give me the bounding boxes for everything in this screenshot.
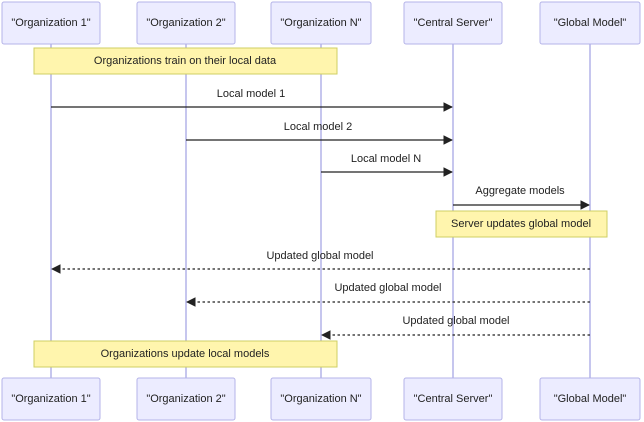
- actor-organization-1-top: "Organization 1": [1, 1, 101, 45]
- actor-global-model-bottom: "Global Model": [539, 377, 641, 421]
- message-local-model-1: Local model 1: [51, 88, 453, 112]
- message-updated-global-model-n: Updated global model: [321, 315, 590, 340]
- actor-central-server-top: "Central Server": [403, 1, 503, 45]
- actor-organization-1-bottom: "Organization 1": [1, 377, 101, 421]
- message-label: Updated global model: [266, 250, 373, 262]
- message-local-model-2: Local model 2: [186, 121, 453, 145]
- actor-organization-n-bottom: "Organization N": [270, 377, 372, 421]
- actor-label: "Organization 1": [11, 393, 90, 405]
- message-local-model-n: Local model N: [321, 153, 453, 177]
- message-label: Local model N: [351, 153, 421, 165]
- actor-label: "Global Model": [554, 17, 627, 29]
- actor-label: "Organization 2": [146, 393, 225, 405]
- message-label: Local model 1: [217, 88, 286, 100]
- actors-bottom: "Organization 1" "Organization 2" "Organ…: [1, 377, 641, 421]
- message-label: Local model 2: [284, 121, 353, 133]
- actor-label: "Organization N": [280, 17, 361, 29]
- message-updated-global-model-1: Updated global model: [51, 250, 590, 274]
- note-train-local: Organizations train on their local data: [33, 47, 338, 75]
- actor-label: "Organization 1": [11, 17, 90, 29]
- message-label: Updated global model: [334, 282, 441, 294]
- actors-top: "Organization 1" "Organization 2" "Organ…: [1, 1, 641, 45]
- actor-label: "Organization N": [280, 393, 361, 405]
- message-label: Updated global model: [402, 315, 509, 327]
- note-text: Server updates global model: [451, 218, 591, 230]
- actor-global-model-top: "Global Model": [539, 1, 641, 45]
- message-label: Aggregate models: [475, 185, 565, 197]
- note-update-local: Organizations update local models: [33, 340, 338, 368]
- actor-organization-n-top: "Organization N": [270, 1, 372, 45]
- note-text: Organizations update local models: [101, 348, 270, 360]
- actor-label: "Global Model": [554, 393, 627, 405]
- actor-label: "Organization 2": [146, 17, 225, 29]
- message-updated-global-model-2: Updated global model: [186, 282, 590, 307]
- actor-central-server-bottom: "Central Server": [403, 377, 503, 421]
- message-aggregate-models: Aggregate models: [453, 185, 590, 210]
- actor-label: "Central Server": [414, 17, 493, 29]
- note-server-updates: Server updates global model: [435, 210, 608, 238]
- note-text: Organizations train on their local data: [94, 55, 277, 67]
- actor-organization-2-bottom: "Organization 2": [136, 377, 236, 421]
- actor-organization-2-top: "Organization 2": [136, 1, 236, 45]
- actor-label: "Central Server": [414, 393, 493, 405]
